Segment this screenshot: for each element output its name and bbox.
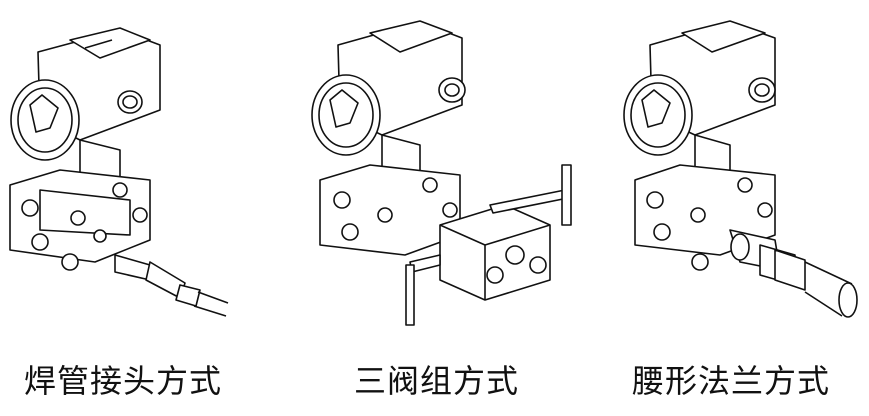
transmitter-oval-flange-illustration bbox=[623, 20, 858, 318]
panel-welded-pipe-fitting: 焊管接头方式 bbox=[0, 0, 290, 416]
caption-welded-pipe-fitting: 焊管接头方式 bbox=[24, 362, 223, 400]
panel-oval-flange: 腰形法兰方式 bbox=[580, 0, 869, 416]
caption-oval-flange: 腰形法兰方式 bbox=[632, 362, 831, 400]
caption-three-valve-manifold: 三阀组方式 bbox=[354, 362, 520, 400]
transmitter-welded-pipe-illustration bbox=[9, 27, 229, 317]
transmitter-three-valve-illustration bbox=[311, 20, 572, 326]
panel-three-valve-manifold: 三阀组方式 bbox=[290, 0, 580, 416]
